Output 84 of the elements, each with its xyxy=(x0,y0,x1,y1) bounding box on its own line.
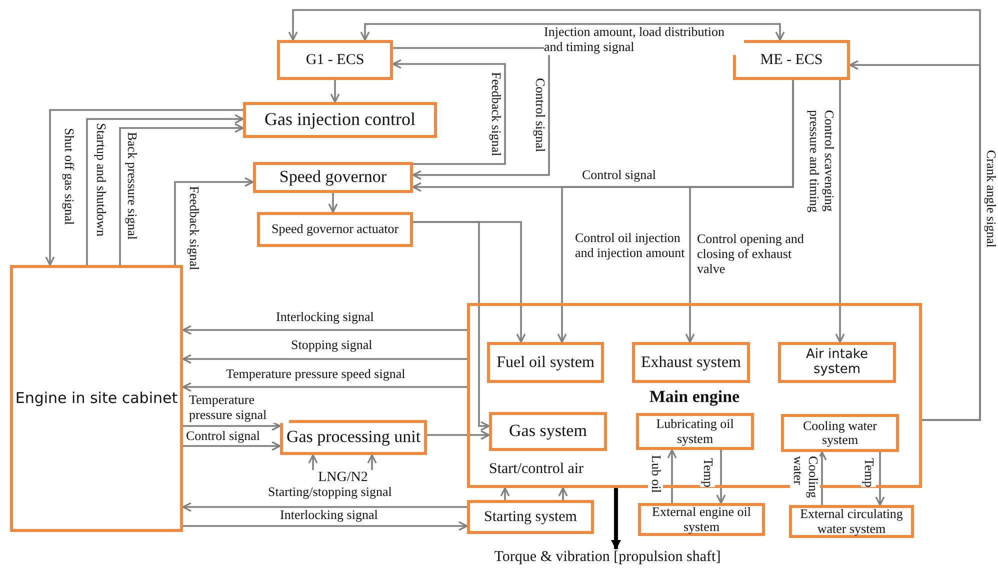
process-box xyxy=(781,414,899,452)
signal-arrow xyxy=(500,487,510,500)
signal-arrow xyxy=(427,430,490,440)
box-label: Main engine xyxy=(648,388,741,407)
annotation-text: Torque & vibration [propulsion shaft] xyxy=(465,549,750,569)
box-label: External circulating water system xyxy=(799,507,904,536)
edge-label: Feedback signal xyxy=(488,72,503,156)
edge-label: Temperature pressure speed signal xyxy=(226,367,406,382)
edge-label: Startup and shutdown xyxy=(93,123,108,236)
box-label: Exhaust system xyxy=(641,354,741,372)
box-label: Speed governor actuator xyxy=(271,222,399,237)
process-box xyxy=(277,40,393,80)
signal-arrow xyxy=(413,221,490,431)
edge-label: Back pressure signal xyxy=(124,132,139,240)
signal-arrow xyxy=(360,23,785,41)
signal-arrow xyxy=(393,47,550,180)
edge-label: Interlocking signal xyxy=(276,310,374,325)
signal-arrow xyxy=(611,488,621,550)
box-label: Starting system xyxy=(484,508,577,526)
box-label: G1 - ECS xyxy=(306,52,364,68)
signal-arrow xyxy=(367,454,377,470)
box-label: Gas system xyxy=(509,422,587,441)
process-box xyxy=(638,503,765,536)
process-box xyxy=(280,420,427,455)
signal-arrow xyxy=(174,177,254,265)
box-label: Speed governor xyxy=(279,168,387,187)
process-box xyxy=(778,342,896,383)
signal-arrow xyxy=(45,109,243,266)
edge-label: Interlocking signal xyxy=(280,508,378,523)
signal-arrow xyxy=(182,325,467,335)
box-label: Gas injection control xyxy=(264,110,416,130)
signal-arrow xyxy=(182,382,467,392)
signal-arrow xyxy=(183,421,281,431)
process-box xyxy=(487,342,604,383)
signal-arrow xyxy=(849,60,981,421)
edge-label: Crank angle signal xyxy=(983,150,998,248)
signal-arrow xyxy=(308,454,318,470)
edge-label: Control signal xyxy=(186,429,260,444)
signal-arrow xyxy=(182,502,467,512)
edge-label: Temp xyxy=(700,458,715,488)
signal-arrow xyxy=(182,354,467,364)
box-label: Engine in site cabinet xyxy=(15,390,178,407)
edge-label: Temp xyxy=(861,458,876,488)
edge-label: Stopping signal xyxy=(291,338,372,353)
edge-label: Injection amount, load distribution and timing signal xyxy=(544,25,744,55)
edge-label: Feedback signal xyxy=(186,186,201,270)
box-label: Cooling water system xyxy=(802,418,878,448)
signal-arrow xyxy=(183,521,468,531)
signal-arrow xyxy=(835,80,845,343)
edge-label: Starting/stopping signal xyxy=(268,485,392,500)
box-label: Lubricating oil system xyxy=(655,417,735,446)
signal-arrow xyxy=(817,451,827,505)
box-label: Gas processing unit xyxy=(286,428,421,447)
signal-arrow xyxy=(558,487,568,500)
process-box xyxy=(10,265,183,532)
process-box xyxy=(632,342,750,383)
edge-label: Cooling water xyxy=(790,456,820,500)
process-box xyxy=(243,102,437,138)
box-label: Fuel oil system xyxy=(496,354,594,372)
process-box xyxy=(789,505,914,538)
process-box xyxy=(636,413,754,450)
signal-arrow xyxy=(716,450,726,504)
signal-arrow xyxy=(119,123,244,265)
signal-arrow xyxy=(392,59,506,165)
edge-label: Lub oil xyxy=(648,455,663,493)
box-label: External engine oil system xyxy=(651,505,752,534)
signal-arrow xyxy=(875,452,885,506)
process-box xyxy=(467,500,594,534)
box-label: ME - ECS xyxy=(760,52,823,68)
edge-label: Control signal xyxy=(532,78,547,152)
process-box xyxy=(489,412,607,451)
signal-arrow xyxy=(183,441,281,451)
box-label: Air intake system xyxy=(805,348,869,377)
edge-label: Control signal xyxy=(582,168,656,183)
signal-arrow xyxy=(328,193,338,213)
process-box xyxy=(257,212,413,247)
signal-arrow xyxy=(86,114,244,265)
signal-arrow xyxy=(330,80,340,103)
signal-arrow xyxy=(685,80,794,343)
edge-label: Control oil injection and injection amount xyxy=(575,231,685,261)
signal-arrow xyxy=(667,449,677,503)
process-box xyxy=(253,162,413,193)
edge-label: Temperature pressure signal xyxy=(189,393,289,423)
annotation-text: LNG/N2 xyxy=(300,470,386,486)
